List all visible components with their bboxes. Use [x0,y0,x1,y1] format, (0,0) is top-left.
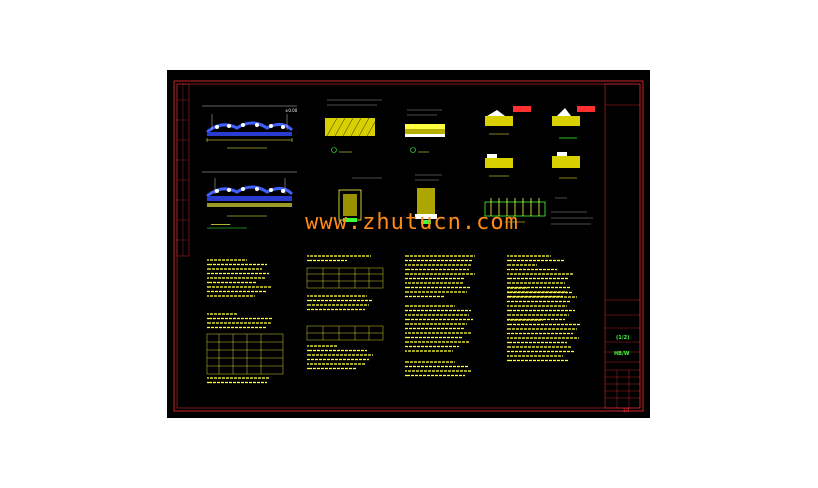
outer-border [173,80,644,412]
design-notes [207,255,580,384]
note-table-1 [206,333,284,375]
svg-text:±0.00: ±0.00 [285,108,298,113]
title-block-label-1: (1/2) [616,335,630,341]
wall-details [338,174,442,224]
layer-detail-3 [325,99,382,153]
section-detail-2: ━━━━━━━━ [202,171,297,229]
layer-detail-4 [405,109,445,153]
curb-details [485,106,595,179]
binding-strip-rows [177,84,189,256]
watermark-text: www.zhutucn.com [305,210,519,235]
cad-drawing-canvas: ±0.00 ━━━━━━━━ [173,80,644,412]
title-block-label-2: HB/W [614,351,630,357]
note-table-2 [306,267,384,341]
title-block [604,83,641,409]
railing-detail [484,197,593,225]
title-block-rows [605,104,640,408]
section-detail-1: ±0.00 [202,105,298,149]
sheet-number: 1/2 [623,408,630,413]
svg-text:━━━━━━━━: ━━━━━━━━ [210,222,231,227]
cad-drawing-sheet: ±0.00 ━━━━━━━━ [167,70,650,418]
